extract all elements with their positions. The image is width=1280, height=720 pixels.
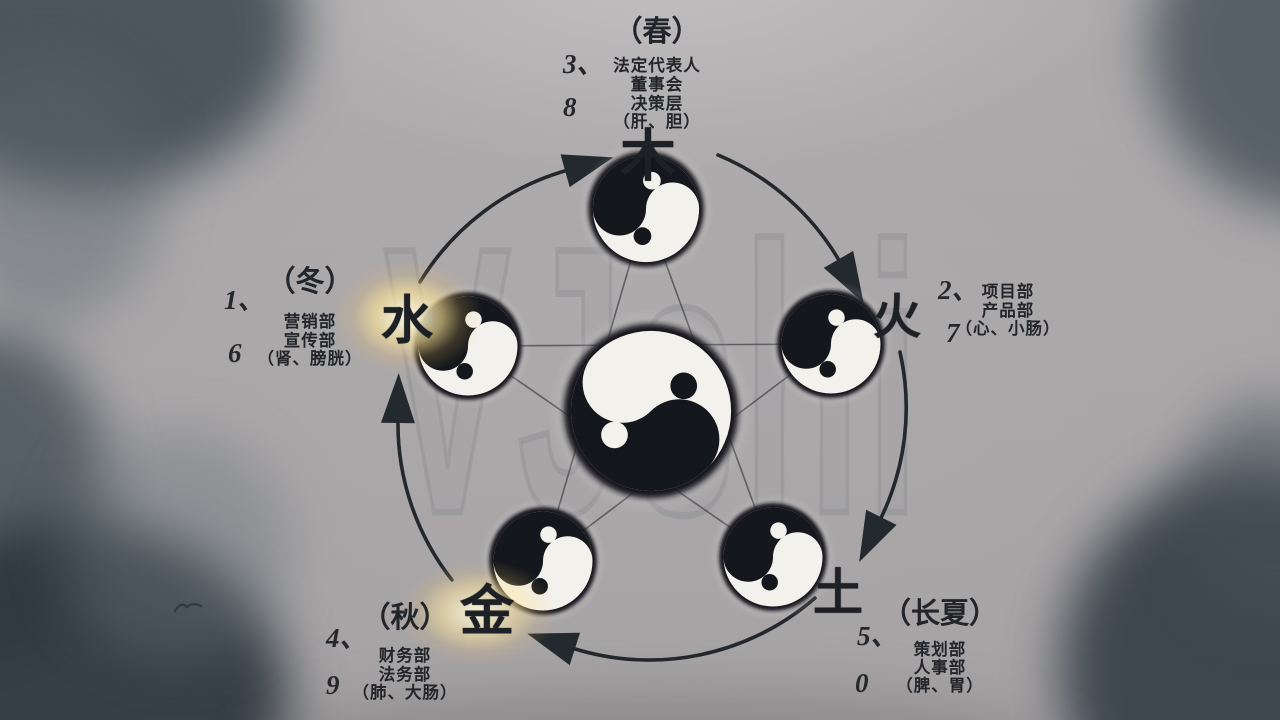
department-line: 项目部 [981, 283, 1035, 301]
department-line: 宣传部 [283, 332, 337, 350]
department-line: 财务部 [378, 647, 432, 665]
digit-number-fire: 7 [946, 318, 960, 348]
organs-label-earth: （脾、胃） [896, 677, 984, 695]
season-label-metal: （秋） [361, 602, 449, 634]
digit-number-earth: 0 [855, 668, 869, 698]
organs-label-wood: （肝、胆） [613, 113, 701, 131]
index-number-metal: 4、 [326, 623, 367, 653]
department-line: 策划部 [913, 641, 967, 659]
season-label-earth: （长夏） [881, 598, 998, 630]
arrow-fire-to-earth [859, 350, 908, 563]
season-label-wood: （春） [613, 16, 701, 48]
ink-mist-bottom-left [60, 430, 290, 660]
arrow-metal-to-water [380, 373, 454, 582]
organs-label-fire: （心、小肠） [955, 320, 1061, 338]
digit-number-metal: 9 [326, 670, 340, 700]
department-line: 董事会 [630, 76, 684, 94]
department-line: 决策层 [630, 95, 684, 113]
element-char-fire: 火 [872, 291, 922, 344]
label-block-fire: 2、 7 项目部 产品部 （心、小肠） [908, 268, 1108, 358]
department-line: 法定代表人 [613, 57, 701, 75]
element-char-water: 水 [380, 292, 434, 351]
department-line: 人事部 [913, 659, 967, 677]
glow-water [333, 259, 483, 375]
label-block-earth: （长夏） 5、 0 策划部 人事部 （脾、胃） [835, 590, 1045, 700]
bird-icon [173, 603, 203, 613]
index-number-water: 1、 [224, 285, 265, 315]
organs-label-water: （肾、膀胱） [257, 350, 363, 368]
department-line: 法务部 [378, 666, 432, 684]
index-number-fire: 2、 [938, 275, 979, 305]
element-char-wood: 木 [620, 124, 676, 188]
department-line: 营销部 [283, 313, 337, 331]
index-number-earth: 5、 [857, 621, 898, 651]
digit-number-wood: 8 [563, 92, 577, 122]
label-block-metal: （秋） 4、 9 财务部 法务部 （肺、大肠） [300, 594, 510, 704]
label-block-water: （冬） 1、 6 营销部 宣传部 （肾、膀胱） [210, 258, 410, 368]
index-number-wood: 3、 [563, 49, 604, 79]
arrow-wood-to-fire [716, 153, 864, 303]
label-block-wood: （春） 3、 8 法定代表人 董事会 决策层 （肝、胆） [557, 8, 757, 138]
season-label-water: （冬） [266, 266, 354, 298]
element-char-metal: 金 [460, 581, 514, 642]
department-line: 产品部 [981, 302, 1035, 320]
digit-number-water: 6 [228, 338, 242, 368]
organs-label-metal: （肺、大肠） [352, 684, 458, 702]
element-char-earth: 土 [813, 565, 863, 621]
